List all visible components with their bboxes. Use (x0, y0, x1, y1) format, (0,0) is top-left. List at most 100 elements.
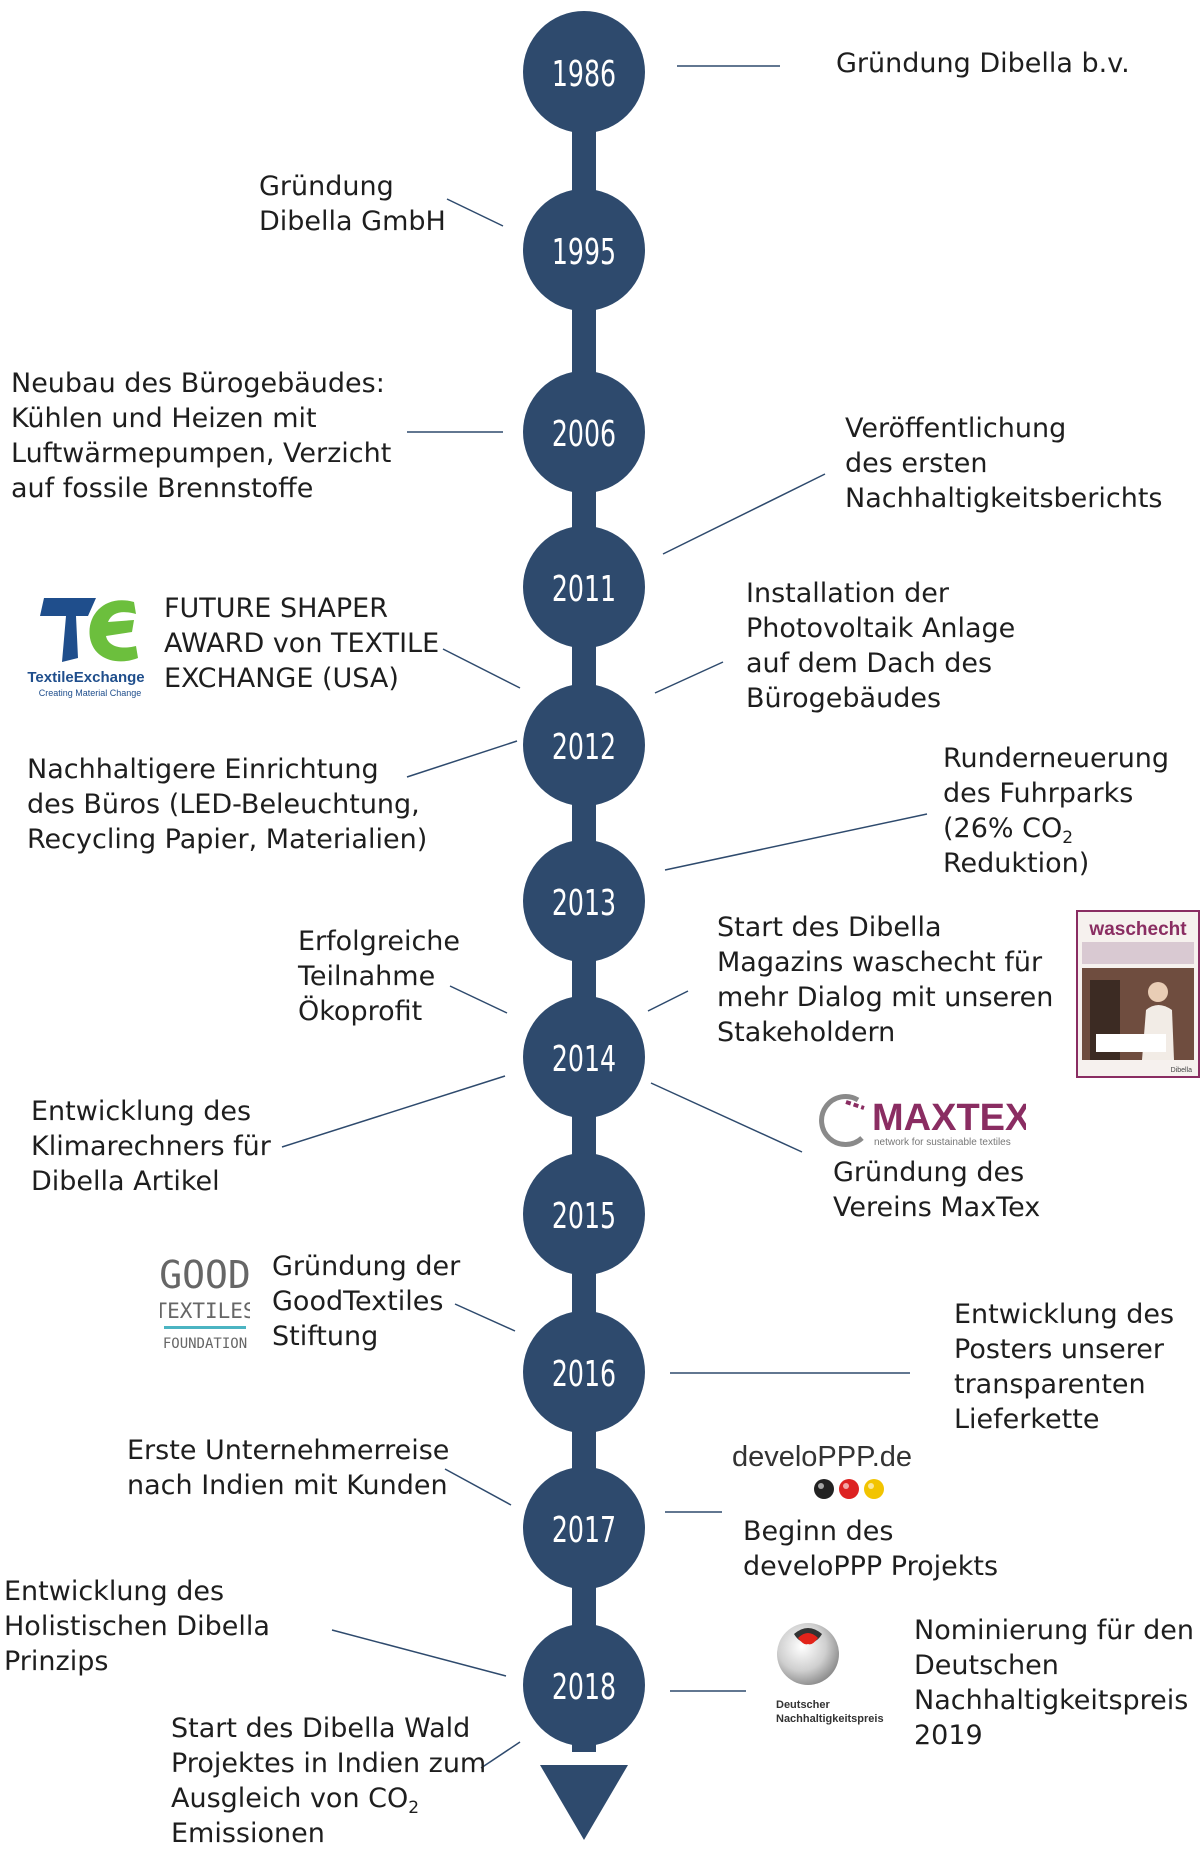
event-2013-line-2: des Fuhrparks (943, 778, 1134, 809)
year-node-circle (523, 1624, 645, 1746)
event-2006-line-2: Kühlen und Heizen mit (11, 403, 317, 434)
year-label: 1995 (552, 231, 616, 273)
event-2014-maxtex-line-2: Vereins MaxTex (833, 1192, 1041, 1223)
event-2014-magazin-line-2: Magazins waschecht für (717, 947, 1043, 978)
event-2011-line-1: Veröffentlichung (845, 413, 1067, 444)
event-2012-photovoltaik-line-3: auf dem Dach des (746, 648, 993, 679)
year-label: 2018 (552, 1666, 616, 1708)
event-2016-poster-line-2: Posters unserer (954, 1334, 1164, 1365)
event-2018-wald-line-3: Ausgleich von CO2 (171, 1783, 420, 1818)
event-2013: Runderneuerung des Fuhrparks (26% CO2 Re… (943, 741, 1169, 881)
event-2018-wald: Start des Dibella Wald Projektes in Indi… (171, 1711, 486, 1851)
event-2013-line-3: (26% CO2 (943, 813, 1074, 848)
event-2018-prinzip-line-3: Prinzips (4, 1646, 109, 1677)
event-2006-line-4: auf fossile Brennstoffe (11, 473, 314, 504)
connector-1995 (446, 198, 504, 227)
connector-2014a (449, 985, 508, 1014)
year-node-2006: 2006 (523, 371, 645, 493)
year-node-2018: 2018 (523, 1624, 645, 1746)
developpp-logo-name: develoPPP.de (732, 1441, 912, 1473)
connector-lines (281, 65, 928, 1769)
connector-2018a (331, 1629, 507, 1677)
good-textiles-logo-line-2: TEXTILES (160, 1299, 250, 1323)
event-2014-magazin-line-4: Stakeholdern (717, 1017, 896, 1048)
event-2017-indien-line-1: Erste Unternehmerreise (127, 1435, 450, 1466)
textile-exchange-logo-name: TextileExchange (27, 669, 144, 686)
year-node-circle (523, 840, 645, 962)
event-2014-oekoprofit-line-3: Ökoprofit (298, 996, 423, 1027)
year-node-circle (523, 189, 645, 311)
year-label: 2015 (552, 1195, 616, 1237)
event-2012-award-line-1: FUTURE SHAPER (164, 593, 388, 624)
year-node-circle (523, 371, 645, 493)
year-node-circle (523, 1311, 645, 1433)
good-textiles-logo-line-3: FOUNDATION (163, 1336, 247, 1352)
event-2016-goodtextiles-line-2: GoodTextiles (272, 1286, 444, 1317)
event-2011-line-3: Nachhaltigkeitsberichts (845, 483, 1163, 514)
event-1986: Gründung Dibella b.v. (836, 46, 1130, 81)
year-node-circle (523, 684, 645, 806)
good-textiles-logo-line-1: GOOD (160, 1253, 250, 1297)
year-label: 2011 (552, 568, 616, 610)
year-node-2017: 2017 (523, 1467, 645, 1589)
year-label: 2014 (552, 1038, 616, 1080)
year-label: 2012 (552, 726, 616, 768)
event-2006-line-3: Luftwärmepumpen, Verzicht (11, 438, 392, 469)
connector-2014d (650, 1082, 803, 1153)
dnp-logo-line-1: Deutscher (776, 1699, 831, 1711)
maxtex-logo-tagline: network for sustainable textiles (874, 1137, 1011, 1148)
event-2014-oekoprofit-line-1: Erfolgreiche (298, 926, 461, 957)
event-2012-photovoltaik-line-2: Photovoltaik Anlage (746, 613, 1016, 644)
event-2012-einrichtung-line-3: Recycling Papier, Materialien) (27, 824, 428, 855)
event-2011-line-2: des ersten (845, 448, 988, 479)
event-2014-klimarechner-line-1: Entwicklung des (31, 1096, 252, 1127)
event-2006: Neubau des Bürogebäudes:Kühlen und Heize… (11, 366, 391, 506)
event-2014-magazin-line-3: mehr Dialog mit unseren (717, 982, 1054, 1013)
event-2018-nominierung-line-2: Deutschen (914, 1650, 1059, 1681)
year-node-2016: 2016 (523, 1311, 645, 1433)
event-2012-award: FUTURE SHAPER AWARD von TEXTILE EXCHANGE (… (164, 591, 439, 696)
connector-2016a (454, 1303, 516, 1332)
connector-2014b (647, 990, 689, 1012)
dnp-logo-line-2: Nachhaltigkeitspreis (776, 1713, 884, 1725)
year-node-2012: 2012 (523, 684, 645, 806)
event-2014-maxtex-line-1: Gründung des (833, 1157, 1025, 1188)
event-2014-klimarechner-line-3: Dibella Artikel (31, 1166, 220, 1197)
event-2013-line-1: Runderneuerung (943, 743, 1170, 774)
event-2017-developpp-line-1: Beginn des (743, 1516, 894, 1547)
event-2012-award-line-2: AWARD von TEXTILE (164, 628, 440, 659)
year-node-1995: 1995 (523, 189, 645, 311)
good-textiles-foundation-logo: GOOD TEXTILES FOUNDATION (160, 1253, 250, 1352)
year-label: 2006 (552, 413, 616, 455)
year-label: 2017 (552, 1509, 616, 1551)
year-label: 2013 (552, 882, 616, 924)
event-2012-award-line-3: EXCHANGE (USA) (164, 663, 399, 694)
year-node-circle (523, 1467, 645, 1589)
connector-2012c (406, 740, 518, 778)
connector-2018c (480, 1741, 521, 1769)
event-2018-wald-line-2: Projektes in Indien zum (171, 1748, 487, 1779)
event-2014-klimarechner-line-2: Klimarechners für (31, 1131, 271, 1162)
year-node-circle (523, 11, 645, 133)
event-1995-line-1: Gründung (259, 171, 394, 202)
event-2012-einrichtung-line-2: des Büros (LED-Beleuchtung, (27, 789, 420, 820)
maxtex-logo-name: MAXTEX (872, 1097, 1026, 1139)
event-2018-nominierung-line-1: Nominierung für den (914, 1615, 1194, 1646)
event-2018-wald-line-1: Start des Dibella Wald (171, 1713, 471, 1744)
textile-exchange-logo: TextileExchange Creating Material Change (27, 598, 145, 698)
event-1986-line-1: Gründung Dibella b.v. (836, 48, 1130, 79)
year-label: 2016 (552, 1353, 616, 1395)
event-2013-line-4: Reduktion) (943, 848, 1090, 879)
year-node-circle (523, 526, 645, 648)
